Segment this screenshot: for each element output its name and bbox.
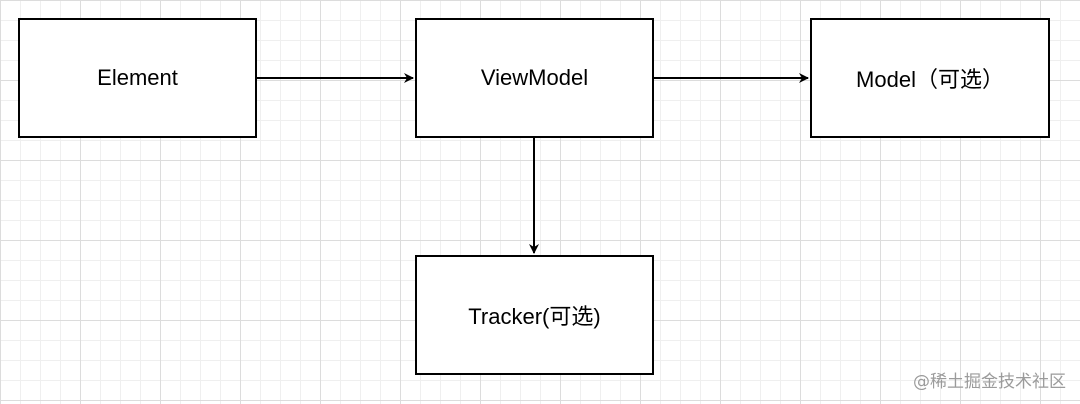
node-viewmodel[interactable]: ViewModel (415, 18, 654, 138)
node-model[interactable]: Model（可选） (810, 18, 1050, 138)
node-element-label: Element (97, 65, 178, 90)
node-tracker[interactable]: Tracker(可选) (415, 255, 654, 375)
node-model-label: Model（可选） (856, 67, 1004, 92)
node-tracker-label: Tracker(可选) (468, 304, 601, 329)
node-element[interactable]: Element (18, 18, 257, 138)
node-viewmodel-label: ViewModel (480, 65, 589, 90)
watermark-text: @稀土掘金技术社区 (913, 372, 1066, 392)
